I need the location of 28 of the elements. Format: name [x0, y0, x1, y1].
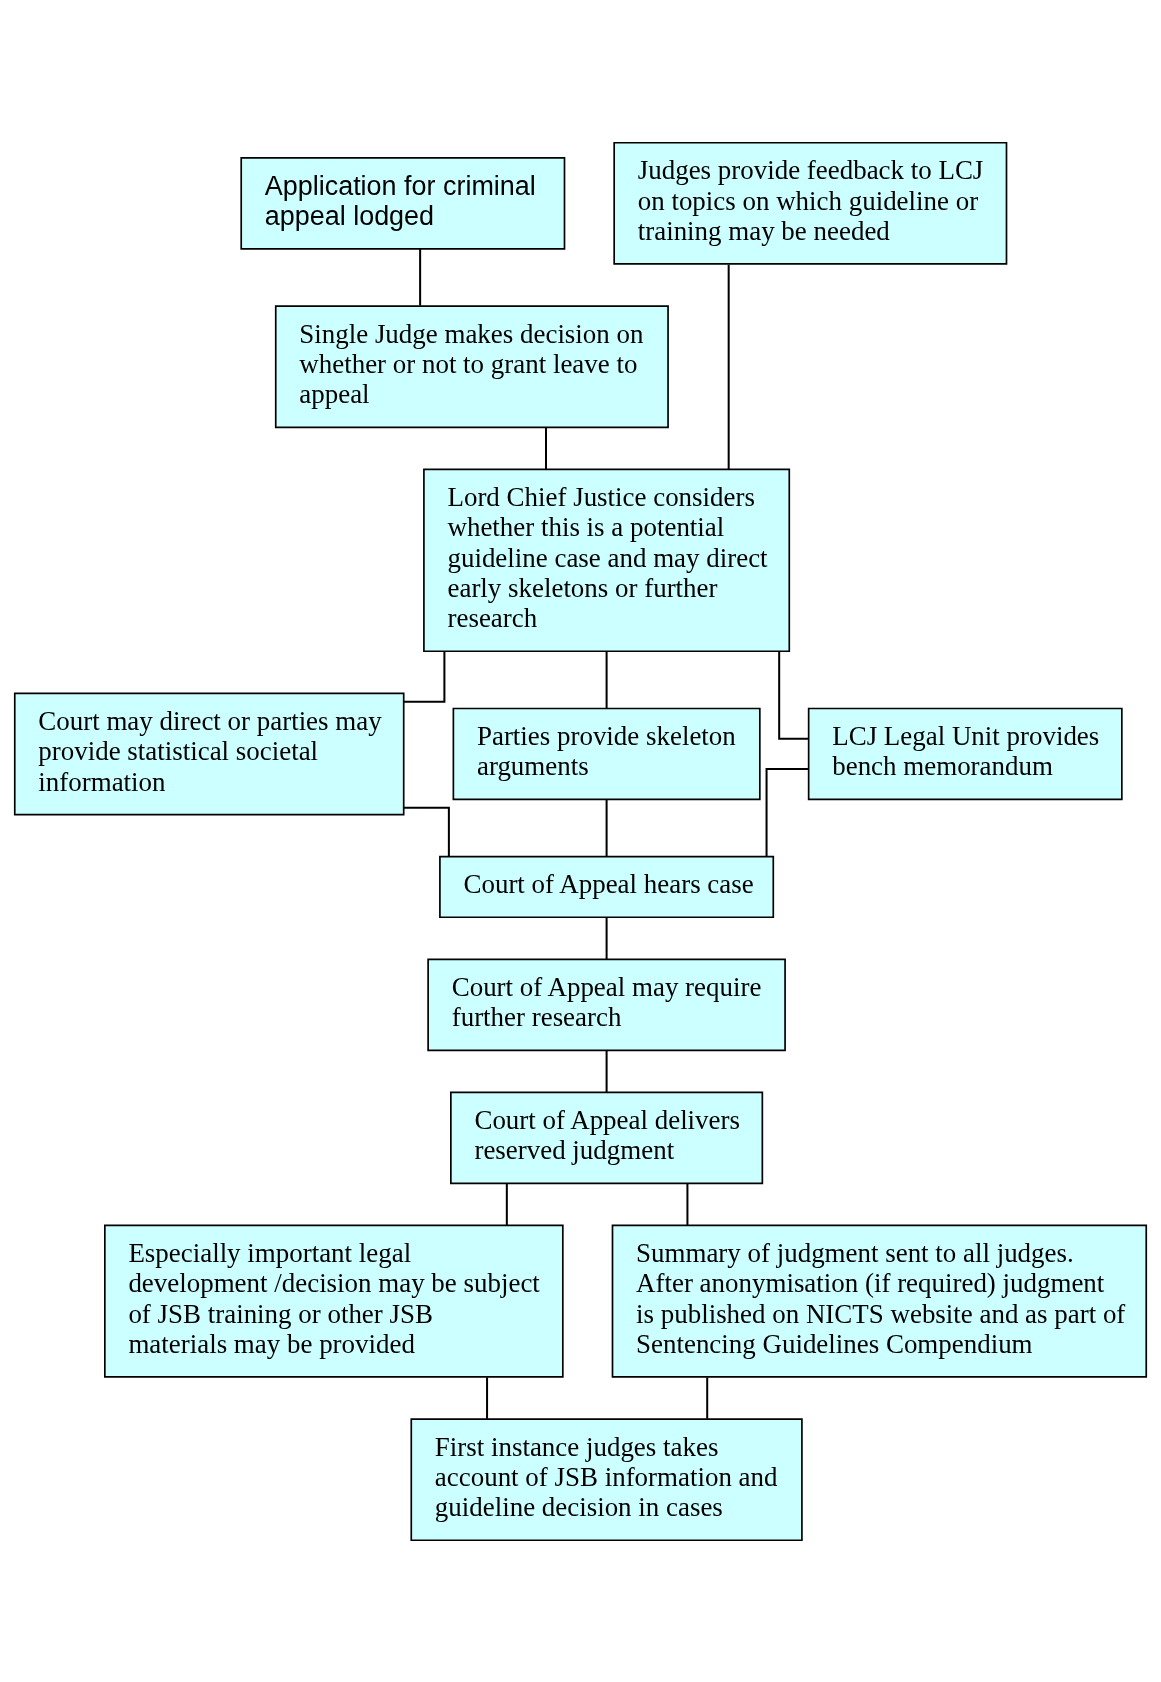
connector [403, 806, 450, 857]
node-box: Single Judge makes decision on whether or not to grant leave to appeal [274, 304, 669, 428]
connector [778, 651, 809, 740]
node-box: Court of Appeal hears case [439, 855, 775, 918]
connector [727, 264, 730, 469]
connector [605, 1050, 608, 1092]
node-box: Court of Appeal delivers reserved judgment [450, 1091, 764, 1184]
connector [765, 767, 809, 857]
node-box: First instance judges takes account of JSB information and guideline decision in cases [410, 1417, 803, 1541]
node-box: Judges provide feedback to LCJ on topics on which guideline or training may be needed [613, 141, 1008, 265]
connector [686, 1182, 689, 1225]
node-box: Court may direct or parties may provide statistical societal information [13, 692, 405, 815]
connector [419, 248, 422, 306]
node-box: Summary of judgment sent to all judges. After anonymisation (if required) judgment is published on NICTS website and as part of Sentencing Guidelines Compendium [611, 1224, 1148, 1378]
connector [403, 651, 446, 703]
node-box: Parties provide skeleton arguments [452, 707, 761, 800]
node-box: Especially important legal development /decision may be subject of JSB training or other JSB materials may be provided [104, 1224, 564, 1378]
connector [505, 1182, 508, 1225]
connector [706, 1376, 709, 1419]
connector [486, 1376, 489, 1419]
node-box: Court of Appeal may require further research [427, 958, 786, 1051]
node-box: Lord Chief Justice considers whether this is a potential guideline case and may direct early skeletons or further research [423, 468, 791, 652]
connector [605, 650, 608, 708]
connector [605, 799, 608, 856]
node-box: Application for criminal appeal lodged [240, 156, 566, 250]
connector [544, 426, 547, 469]
node-box: LCJ Legal Unit provides bench memorandum [807, 707, 1123, 800]
connector [605, 916, 608, 959]
